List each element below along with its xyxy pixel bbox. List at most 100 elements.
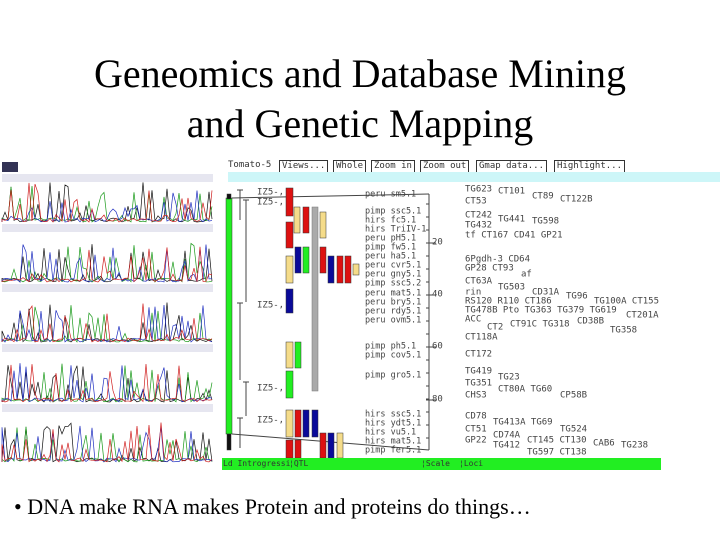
- qtl-trait-label[interactable]: hirs TriIV-1: [365, 224, 427, 235]
- locus-label[interactable]: TG96: [566, 291, 588, 302]
- locus-label[interactable]: CT101: [498, 186, 526, 197]
- locus-label[interactable]: TG503: [498, 282, 526, 293]
- locus-label[interactable]: CT53: [465, 196, 487, 207]
- qtl-trait-label[interactable]: hirs fc5.1: [365, 215, 417, 226]
- locus-label[interactable]: GP22: [465, 435, 487, 446]
- qtl-trait-label[interactable]: pimp fw5.1: [365, 242, 417, 253]
- qtl-bar[interactable]: [302, 206, 310, 234]
- locus-label[interactable]: CD78: [465, 411, 487, 422]
- locus-label[interactable]: TG441: [498, 214, 526, 225]
- locus-label[interactable]: TG432: [465, 220, 493, 231]
- legend-label[interactable]: ¦Scale: [421, 459, 450, 468]
- locus-label[interactable]: 6Pgdh-3 CD64: [465, 254, 531, 265]
- introgression-label[interactable]: IZ5-,: [257, 383, 285, 394]
- qtl-bar[interactable]: [327, 255, 335, 284]
- qtl-trait-label[interactable]: peru ha5.1: [365, 251, 417, 262]
- qtl-bar[interactable]: [336, 432, 344, 459]
- locus-label[interactable]: ACC: [465, 314, 482, 325]
- qtl-bar[interactable]: [285, 288, 294, 314]
- locus-label[interactable]: CT118A: [465, 332, 498, 343]
- qtl-bar[interactable]: [285, 255, 294, 284]
- qtl-trait-label[interactable]: hirs vu5.1: [365, 427, 417, 438]
- qtl-trait-label[interactable]: hirs mat5.1: [365, 436, 422, 447]
- chromosome-end[interactable]: [226, 433, 232, 451]
- chromosome-bar[interactable]: [225, 197, 233, 435]
- locus-label[interactable]: CT80A TG60: [498, 384, 553, 395]
- qtl-trait-label[interactable]: peru mat5.1: [365, 288, 422, 299]
- introgression-label[interactable]: IZ5-,: [257, 187, 285, 198]
- locus-label[interactable]: TG478B Pto TG363 TG379 TG619: [465, 305, 617, 316]
- qtl-bar[interactable]: [311, 409, 319, 438]
- qtl-trait-label[interactable]: peru pH5.1: [365, 233, 417, 244]
- qtl-trait-label[interactable]: hirs ydt5.1: [365, 418, 422, 429]
- qtl-bar[interactable]: [294, 409, 302, 438]
- qtl-trait-label[interactable]: pimp fer5.1: [365, 445, 422, 456]
- locus-label[interactable]: TG598: [532, 216, 560, 227]
- locus-label[interactable]: CT2: [487, 322, 504, 333]
- qtl-bar[interactable]: [319, 246, 327, 274]
- locus-label[interactable]: CT63A: [465, 276, 493, 287]
- qtl-trait-label[interactable]: pimp gro5.1: [365, 370, 422, 381]
- qtl-bar[interactable]: [327, 432, 335, 459]
- qtl-bar[interactable]: [294, 341, 302, 369]
- qtl-bar[interactable]: [285, 370, 294, 399]
- locus-label[interactable]: CP58B: [560, 390, 588, 401]
- chromosome-end[interactable]: [226, 193, 232, 200]
- qtl-bar[interactable]: [319, 432, 327, 459]
- locus-label[interactable]: CD31A: [532, 287, 560, 298]
- qtl-bar[interactable]: [302, 409, 310, 438]
- qtl-trait-label[interactable]: pimp ssc5.1: [365, 206, 422, 217]
- locus-label[interactable]: CT91C TG318: [510, 319, 570, 330]
- introgression-label[interactable]: IZ5-,: [257, 197, 285, 208]
- locus-label[interactable]: GP28 CT93: [465, 263, 514, 274]
- locus-label[interactable]: rin: [465, 287, 482, 298]
- qtl-bar[interactable]: [336, 255, 344, 284]
- locus-label[interactable]: tf CT167 CD41 GP21: [465, 230, 563, 241]
- marker-range-bar[interactable]: [311, 206, 319, 392]
- locus-label[interactable]: CAB6: [593, 438, 615, 449]
- locus-label[interactable]: CHS3: [465, 390, 487, 401]
- introgression-label[interactable]: IZ5-,: [257, 415, 285, 426]
- qtl-trait-label[interactable]: peru cvr5.1: [365, 260, 422, 271]
- locus-label[interactable]: TG358: [610, 325, 638, 336]
- locus-label[interactable]: TG351: [465, 378, 493, 389]
- qtl-bar[interactable]: [285, 409, 294, 438]
- locus-label[interactable]: CT89: [532, 191, 554, 202]
- qtl-trait-label[interactable]: pimp ph5.1: [365, 341, 417, 352]
- locus-label[interactable]: RS120 R110 CT186: [465, 296, 552, 307]
- locus-label[interactable]: CT122B: [560, 194, 593, 205]
- qtl-bar[interactable]: [352, 263, 360, 276]
- qtl-trait-label[interactable]: hirs ssc5.1: [365, 409, 422, 420]
- qtl-bar[interactable]: [285, 187, 294, 217]
- locus-label[interactable]: CD74A: [493, 430, 521, 441]
- locus-label[interactable]: CT242: [465, 210, 493, 221]
- qtl-bar[interactable]: [293, 206, 301, 234]
- qtl-trait-label[interactable]: pimp ssc5.2: [365, 278, 422, 289]
- qtl-bar[interactable]: [344, 255, 352, 284]
- locus-label[interactable]: CT51: [465, 424, 487, 435]
- qtl-bar[interactable]: [302, 246, 310, 274]
- locus-label[interactable]: CT201A: [626, 310, 659, 321]
- qtl-trait-label[interactable]: peru sm5.1: [365, 189, 417, 200]
- locus-label[interactable]: CT172: [465, 349, 493, 360]
- qtl-bar[interactable]: [285, 439, 294, 459]
- qtl-trait-label[interactable]: pimp cov5.1: [365, 350, 422, 361]
- locus-label[interactable]: TG524: [560, 424, 588, 435]
- locus-label[interactable]: TG100A CT155: [594, 296, 660, 307]
- locus-label[interactable]: CT145 CT130: [527, 435, 587, 446]
- locus-label[interactable]: TG412: [493, 440, 521, 451]
- locus-label[interactable]: TG238: [621, 440, 649, 451]
- qtl-trait-label[interactable]: peru gny5.1: [365, 269, 422, 280]
- qtl-bar[interactable]: [285, 221, 294, 249]
- qtl-trait-label[interactable]: peru ovm5.1: [365, 315, 422, 326]
- qtl-trait-label[interactable]: peru rdy5.1: [365, 306, 422, 317]
- locus-label[interactable]: TG419: [465, 366, 493, 377]
- locus-label[interactable]: TG623: [465, 184, 493, 195]
- qtl-bar[interactable]: [294, 439, 302, 459]
- legend-label[interactable]: ¦Loci: [459, 459, 484, 468]
- qtl-bar[interactable]: [294, 246, 302, 274]
- legend-label[interactable]: ¦QTL: [289, 459, 309, 468]
- qtl-bar[interactable]: [285, 341, 294, 369]
- qtl-trait-label[interactable]: peru bry5.1: [365, 297, 422, 308]
- legend-label[interactable]: Ld Introgressi: [223, 459, 291, 468]
